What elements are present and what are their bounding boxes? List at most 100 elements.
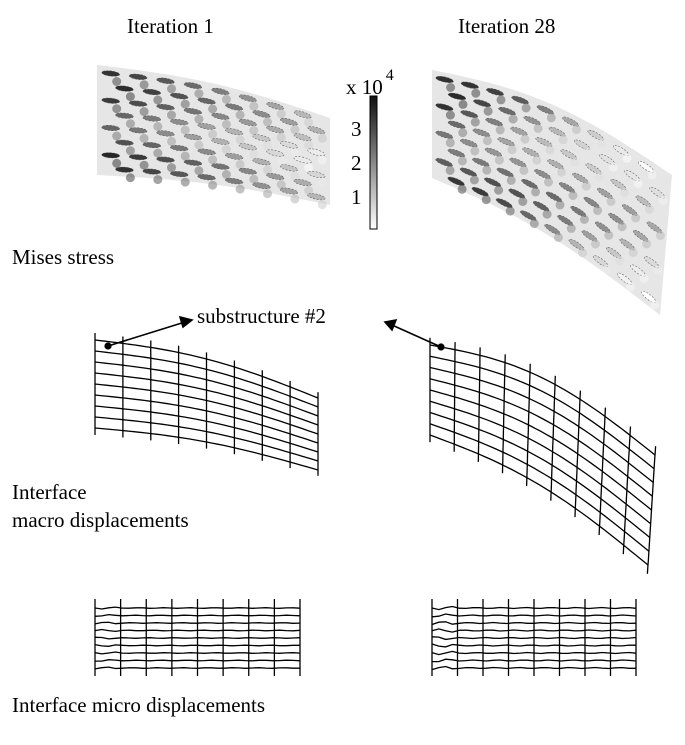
stress-left-halo bbox=[194, 89, 204, 99]
stress-left-halo bbox=[276, 109, 286, 119]
stress-right-inclusion bbox=[486, 88, 504, 96]
stress-left-inclusion bbox=[238, 94, 257, 102]
stress-left-halo bbox=[249, 101, 259, 111]
macro-right-horizontal-line bbox=[429, 355, 655, 470]
stress-left-halo bbox=[194, 114, 204, 124]
macro-right-vertical-line bbox=[574, 390, 582, 518]
stress-left-inclusion bbox=[115, 139, 134, 146]
colorbar-scale-exponent: 4 bbox=[385, 67, 394, 84]
stress-left-inclusion bbox=[183, 159, 203, 166]
mises-stress-label: Mises stress bbox=[12, 245, 115, 269]
stress-left-inclusion bbox=[307, 193, 326, 201]
stress-right-halo bbox=[532, 155, 542, 165]
arrow-left-line bbox=[107, 321, 186, 347]
stress-left-inclusion bbox=[252, 134, 271, 142]
stress-left-inclusion bbox=[252, 182, 271, 189]
stress-right-halo bbox=[653, 265, 663, 275]
stress-right-halo bbox=[482, 136, 492, 146]
stress-right-halo bbox=[519, 165, 529, 175]
substructure-annotation: substructure #2 bbox=[197, 304, 326, 328]
stress-right-halo bbox=[482, 165, 492, 175]
stress-left-inclusion bbox=[170, 145, 189, 152]
stress-left-inclusion bbox=[266, 102, 285, 110]
macro-right-vertical-line bbox=[646, 446, 657, 574]
micro-grid-iteration-1 bbox=[94, 599, 301, 676]
stress-left-halo bbox=[304, 186, 314, 195]
stress-right-inclusion bbox=[484, 177, 502, 187]
stress-right-halo bbox=[593, 205, 603, 215]
stress-left-halo bbox=[304, 163, 314, 173]
stress-right-halo bbox=[570, 158, 580, 167]
stress-left-halo bbox=[139, 107, 149, 117]
stress-right-halo bbox=[531, 187, 541, 197]
stress-left-inclusion bbox=[307, 170, 326, 179]
stress-left-inclusion bbox=[170, 118, 189, 126]
stress-right-inclusion bbox=[447, 120, 466, 129]
stress-left-inclusion bbox=[128, 154, 148, 161]
stress-right-halo bbox=[520, 134, 530, 144]
stress-left-inclusion bbox=[279, 164, 298, 172]
stress-right-inclusion bbox=[460, 138, 478, 148]
stress-left-halo bbox=[290, 194, 300, 204]
stress-right-inclusion bbox=[435, 130, 454, 139]
stress-left-inclusion bbox=[211, 138, 230, 145]
stress-left-inclusion bbox=[183, 108, 203, 115]
stress-left-halo bbox=[208, 180, 218, 190]
macro-right-vertical-line bbox=[501, 354, 506, 474]
stress-left-halo bbox=[235, 135, 245, 145]
stress-left-halo bbox=[249, 150, 259, 160]
stress-left-inclusion bbox=[156, 103, 175, 111]
stress-right-halo bbox=[642, 239, 652, 249]
stress-left-halo bbox=[317, 178, 327, 187]
stress-right-halo bbox=[631, 213, 641, 223]
arrow-right-head bbox=[383, 318, 398, 332]
stress-right-halo bbox=[615, 256, 625, 266]
stress-left-inclusion bbox=[238, 167, 257, 175]
stress-right-inclusion bbox=[522, 147, 540, 157]
stress-left-inclusion bbox=[142, 88, 161, 96]
stress-right-halo bbox=[458, 128, 468, 138]
stress-left-inclusion bbox=[266, 173, 285, 180]
stress-left-halo bbox=[139, 80, 149, 90]
macro-right-horizontal-line bbox=[429, 434, 649, 566]
stress-left-inclusion bbox=[142, 168, 162, 175]
stress-left-inclusion bbox=[183, 82, 202, 89]
stress-right-inclusion bbox=[460, 110, 479, 118]
stress-right-inclusion bbox=[435, 103, 454, 111]
stress-left-inclusion bbox=[293, 133, 312, 141]
stress-left-inclusion bbox=[197, 174, 216, 181]
stress-right-inclusion bbox=[435, 76, 454, 83]
stress-left-halo bbox=[167, 110, 176, 120]
stress-left-inclusion bbox=[197, 97, 216, 105]
stress-left-inclusion bbox=[169, 171, 189, 178]
stress-right-inclusion bbox=[498, 106, 516, 116]
stress-left-inclusion bbox=[197, 148, 216, 155]
stress-right-inclusion bbox=[536, 105, 554, 115]
stress-right-halo bbox=[591, 239, 600, 249]
stress-right-halo bbox=[558, 135, 568, 145]
stress-right-halo bbox=[650, 300, 660, 310]
stress-right-halo bbox=[595, 172, 605, 182]
stress-right-halo bbox=[505, 206, 515, 216]
stress-left-halo bbox=[125, 146, 135, 156]
stress-right-inclusion bbox=[511, 95, 529, 105]
stress-right-halo bbox=[597, 138, 607, 148]
stress-left-halo bbox=[194, 140, 204, 150]
stress-left-halo bbox=[180, 177, 190, 187]
stress-right-halo bbox=[579, 214, 589, 224]
stress-left-inclusion bbox=[225, 128, 244, 136]
stress-right-halo bbox=[628, 247, 638, 257]
stress-left-inclusion bbox=[293, 156, 312, 164]
stress-right-halo bbox=[471, 88, 481, 98]
stress-right-halo bbox=[483, 106, 493, 116]
stress-left-halo bbox=[249, 174, 259, 184]
stress-left-inclusion bbox=[211, 113, 230, 120]
stress-field-iteration-28 bbox=[432, 70, 672, 315]
stress-right-halo bbox=[494, 155, 504, 165]
stress-right-halo bbox=[602, 264, 612, 274]
stress-right-halo bbox=[633, 179, 643, 189]
stress-right-halo bbox=[583, 148, 593, 158]
stress-left-inclusion bbox=[197, 123, 216, 130]
